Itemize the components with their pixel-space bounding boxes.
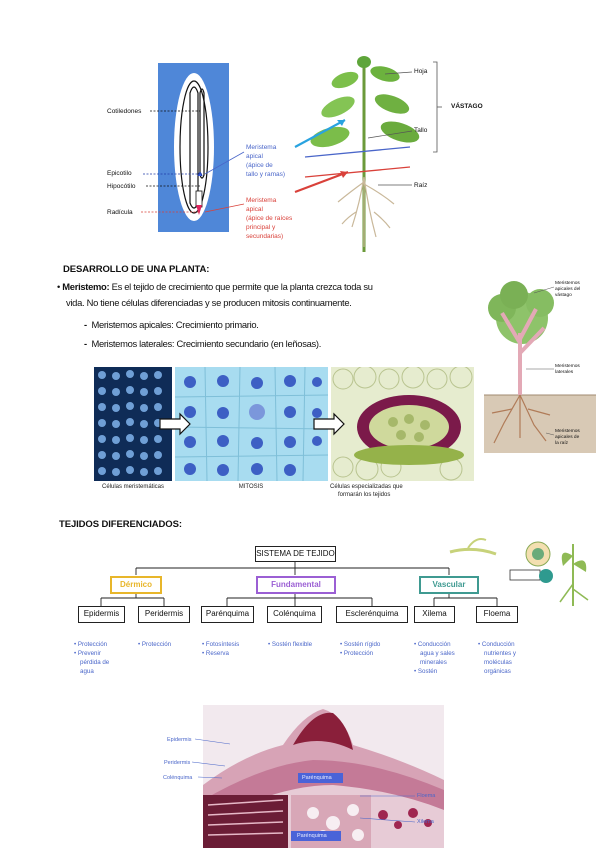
micro-xilema-label: Xilema <box>417 819 434 825</box>
epicotilo-label: Epicotilo <box>107 170 132 177</box>
caption-specialized: Células especializadas que formarán los … <box>330 484 403 498</box>
sub-bullet-apicales: - Meristemos apicales: Crecimiento prima… <box>84 319 259 330</box>
section-heading-desarrollo: DESARROLLO DE UNA PLANTA: <box>63 264 210 275</box>
tissue-xilema: Xilema <box>414 606 455 623</box>
plant-doodles <box>449 538 589 606</box>
tree-diagram <box>484 273 596 453</box>
meristemo-paragraph: • Meristemo: Es el tejido de crecimiento… <box>57 279 477 311</box>
seed-leader-lines <box>141 110 245 213</box>
tissue-tree-connectors <box>100 560 498 606</box>
micro-parenquima-label-1: Parénquima <box>302 775 332 781</box>
meristemo-text-2: vida. No tiene células diferenciadas y s… <box>66 297 352 308</box>
hoja-label: Hoja <box>414 68 428 75</box>
hipocotilo-label: Hipocótilo <box>107 183 136 190</box>
tissue-parenquima: Parénquima <box>201 606 254 623</box>
category-vascular: Vascular <box>419 576 479 594</box>
specialized-cells-photo <box>331 367 474 481</box>
meristema-raiz-label: Meristema apical (ápice de raíces princi… <box>246 197 293 240</box>
functions-esclerenquima: • Sostén rígido • Protección <box>340 641 381 657</box>
functions-peridermis: • Protección <box>138 641 172 648</box>
tallo-label: Tallo <box>414 127 428 134</box>
sub-bullet-laterales: - Meristemos laterales: Crecimiento secu… <box>84 338 322 349</box>
raiz-label: Raíz <box>414 182 428 189</box>
tissue-floema: Floema <box>476 606 518 623</box>
tissue-epidermis: Epidermis <box>78 606 125 623</box>
seed-illustration <box>174 73 214 221</box>
micro-peridermis-label: Peridermis <box>164 760 191 766</box>
tissue-esclerenquima: Esclerénquima <box>336 606 408 623</box>
micro-leader-lines <box>191 738 416 823</box>
category-fundamental: Fundamental <box>256 576 336 594</box>
tissue-peridermis: Peridermis <box>138 606 190 623</box>
micro-parenquima-label-2: Parénquima <box>297 833 327 839</box>
tree-label-laterales: Meristemos laterales <box>555 364 580 375</box>
functions-xilema: • Conducción agua y sales minerales • So… <box>414 641 455 675</box>
seed-diagram <box>158 63 229 232</box>
mitosis-arrows <box>159 412 345 436</box>
section-heading-tejidos: TEJIDOS DIFERENCIADOS: <box>59 519 182 530</box>
micro-colenquima-label: Colénquima <box>163 775 193 781</box>
cotiledones-label: Cotiledones <box>107 108 142 115</box>
micro-floema-label: Floema <box>417 793 436 799</box>
functions-colenquima: • Sostén flexible <box>268 641 313 648</box>
stem-cross-section-photo <box>203 705 444 848</box>
functions-epidermis: • Protección • Prevenir pérdida de agua <box>74 641 110 675</box>
meristemo-text-1: Es el tejido de crecimiento que permite … <box>109 281 373 292</box>
caption-mitosis: MITOSIS <box>238 484 264 490</box>
category-dermico: Dérmico <box>110 576 162 594</box>
radicula-label: Radícula <box>107 209 133 216</box>
meristemo-term: Meristemo: <box>62 281 110 292</box>
micro-epidermis-label: Epidermis <box>167 737 192 743</box>
tissue-colenquima: Colénquima <box>267 606 322 623</box>
mitosis-photo <box>175 367 328 481</box>
functions-floema: • Conducción nutrientes y moléculas orgá… <box>478 641 516 675</box>
vastago-label: VÁSTAGO <box>451 103 483 110</box>
tissue-system-root: SISTEMA DE TEJIDO <box>255 546 336 562</box>
tree-label-apicales-vastago: Meristemos apicales del vástago <box>555 281 581 298</box>
meristema-apical-label: Meristema apical (ápice de tallo y ramas… <box>246 144 286 178</box>
plant-illustration <box>294 56 442 252</box>
functions-parenquima: • Fotosíntesis • Reserva <box>202 641 240 657</box>
caption-meristematic: Células meristemáticas <box>101 484 165 490</box>
tree-label-apicales-raiz: Meristemos apicales de la raíz <box>555 429 580 446</box>
